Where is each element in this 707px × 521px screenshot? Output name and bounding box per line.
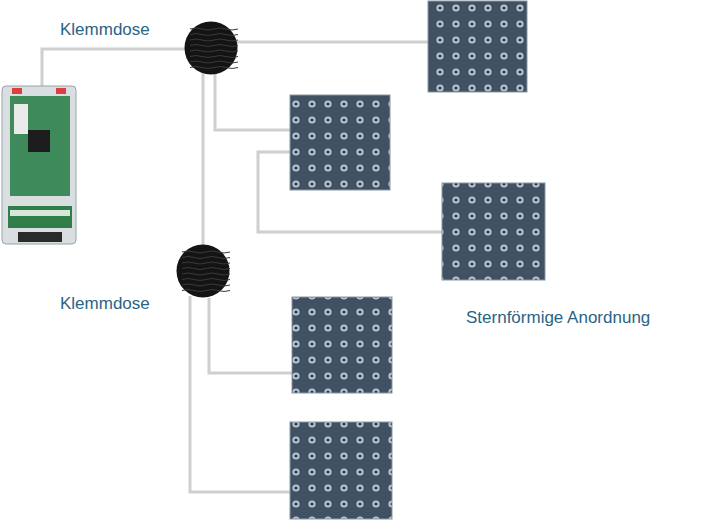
texture-line [190,28,238,30]
wire-connector [202,73,205,246]
sensor-panel [290,95,390,190]
texture-line [190,67,238,69]
wire [236,41,428,44]
junction-label: Klemmdose [60,294,150,314]
sensor-panel [442,183,545,280]
wire [42,49,186,87]
sensor-panel [428,1,527,92]
texture-line [190,45,238,47]
junction-circle-fill [177,245,230,298]
texture-line [190,50,238,52]
wire [209,298,292,373]
junction-circle [184,21,238,75]
texture-line [182,262,230,264]
texture-line [182,251,230,253]
wire [190,296,290,492]
junction-box: Klemmdose [58,242,234,316]
texture-line [182,268,230,270]
texture-line [190,34,238,36]
caption-label: Sternförmige Anordnung [466,308,650,328]
texture-line [190,56,238,58]
texture-line [190,61,238,63]
texture-line [190,39,238,41]
junction-circle-fill [185,22,238,75]
junction-box: Klemmdose [58,16,240,78]
junction-circle [176,244,230,298]
texture-line [182,290,230,292]
controller-module [2,86,76,244]
sensor-panels [290,1,545,519]
texture-line [182,284,230,286]
sensor-panel [292,297,392,393]
sensor-panel [290,422,392,519]
wire [215,74,290,130]
texture-line [182,257,230,259]
junction-label: Klemmdose [60,20,150,40]
texture-line [182,279,230,281]
texture-line [182,273,230,275]
